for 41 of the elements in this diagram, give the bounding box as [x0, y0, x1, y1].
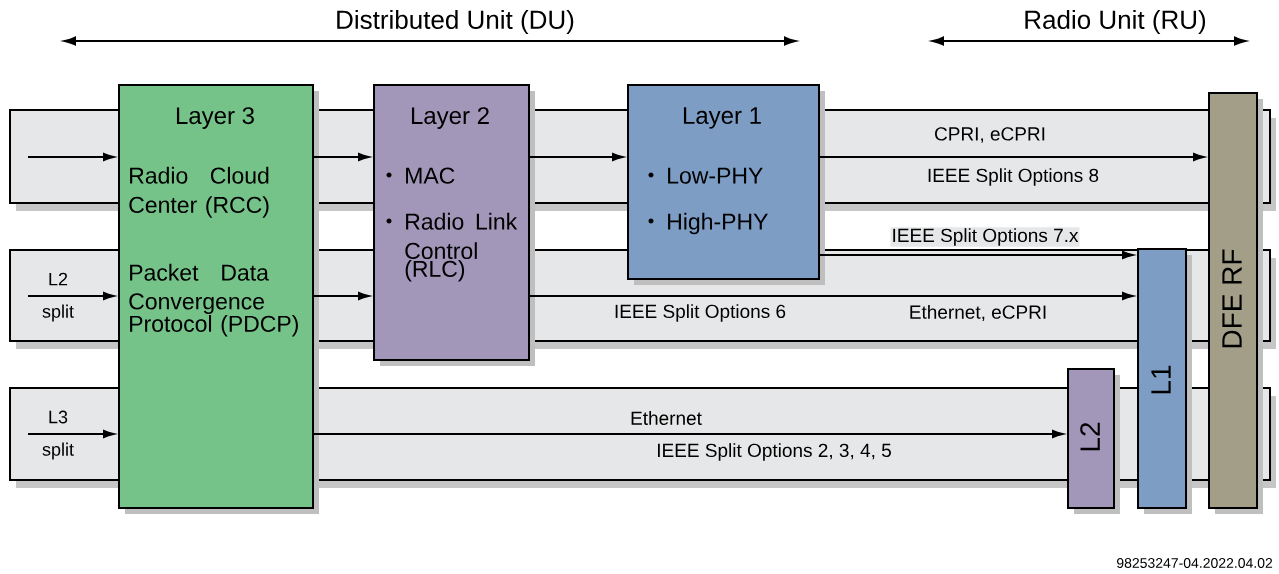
arrow — [529, 153, 624, 161]
arrow — [819, 153, 1205, 161]
layer-box — [118, 84, 319, 514]
unit-label: Radio Unit (RU) — [1025, 9, 1206, 35]
arrow — [313, 430, 1064, 438]
arrow — [819, 251, 1134, 259]
layer-box — [1208, 92, 1263, 514]
arrow — [27, 292, 115, 300]
box-text: Low-PHY — [668, 167, 763, 184]
split-label: split — [42, 442, 74, 460]
box-label: L1 — [1151, 365, 1171, 394]
arrow — [529, 292, 1134, 300]
edge-label: IEEE Split Options 7.x — [890, 227, 1080, 247]
unit-label: Distributed Unit (DU) — [337, 9, 574, 35]
layer-box — [373, 84, 535, 366]
split-label: IEEE Split Options 6 — [615, 304, 786, 322]
box-text: Radio Link Control (RLC) — [405, 212, 518, 282]
layer-box — [627, 84, 825, 285]
split-label: L3 — [49, 410, 68, 424]
box-label: L2 — [1080, 422, 1100, 451]
split-label: IEEE Split Options 2, 3, 4, 5 — [658, 443, 891, 461]
box-heading: Layer 1 — [683, 107, 761, 129]
footer-code: 98253247-04.2022.04.02 — [1117, 558, 1273, 568]
box-heading: Layer 2 — [411, 107, 489, 129]
split-label: L2 — [49, 272, 68, 286]
layer-box — [1067, 368, 1120, 514]
split-label: IEEE Split Options 8 — [928, 168, 1099, 186]
arrow — [27, 153, 115, 161]
box-text: Packet Data Convergence Protocol (PDCP) — [129, 263, 298, 337]
arrow — [313, 292, 370, 300]
box-text: MAC — [406, 167, 455, 184]
box-text: High-PHY — [668, 212, 768, 235]
arrow — [27, 430, 115, 438]
edge-label: Ethernet — [629, 410, 703, 426]
edge-label: CPRI, eCPRI — [933, 126, 1047, 144]
box-heading: Layer 3 — [176, 107, 254, 129]
box-text: Radio Cloud Center (RCC) — [129, 166, 269, 218]
arrow — [313, 153, 370, 161]
split-label: split — [42, 304, 74, 322]
layer-box — [1137, 248, 1192, 514]
box-label: DFE RF — [1222, 249, 1242, 348]
